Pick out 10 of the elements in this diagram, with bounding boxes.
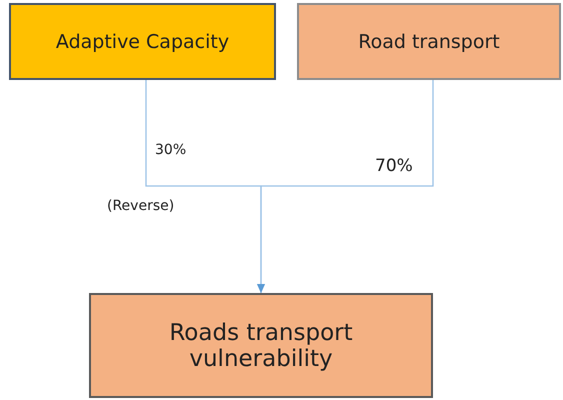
box-label: Roads transport vulnerability [168,320,354,372]
edge-label: 70% [375,156,413,176]
edge-label: 30% [155,142,186,158]
process-box [89,293,433,398]
box-label: Adaptive Capacity [54,30,230,52]
connector-arrow [257,80,434,293]
note-text: (Reverse) [107,198,174,214]
box-label: Road transport [357,30,501,52]
process-box [297,3,561,80]
process-box [9,3,276,80]
